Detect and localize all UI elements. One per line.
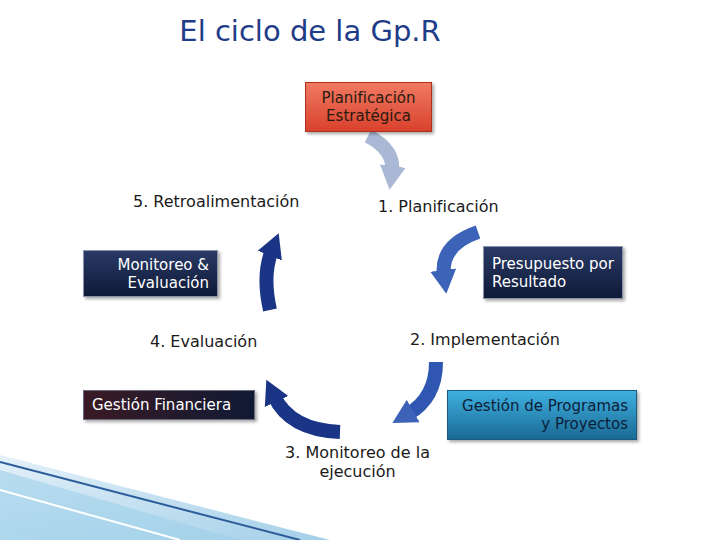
corner-swoosh xyxy=(0,455,330,540)
cycle-arrow xyxy=(368,136,392,172)
corner-swoosh xyxy=(0,470,240,540)
box-text: Gestión de Programas y Proyectos xyxy=(456,397,628,433)
cycle-arrow xyxy=(266,250,272,310)
concept-box: Presupuesto por Resultado xyxy=(483,246,623,299)
cycle-arrow xyxy=(444,232,478,276)
step-label: 1. Planificación xyxy=(378,197,558,216)
step-label: 4. Evaluación xyxy=(150,332,300,351)
box-text: Gestión Financiera xyxy=(92,396,246,414)
box-text: Presupuesto por Resultado xyxy=(492,255,614,291)
cycle-arrow xyxy=(408,362,436,414)
step-label: 3. Monitoreo de la ejecución xyxy=(270,443,445,481)
diagram-title: El ciclo de la Gp.R xyxy=(150,14,470,48)
corner-line xyxy=(0,490,180,540)
cycle-arrow xyxy=(274,396,340,432)
corner-line xyxy=(0,462,300,540)
concept-box: Monitoreo & Evaluación xyxy=(83,250,218,297)
step-label: 2. Implementación xyxy=(410,330,610,349)
concept-box: Gestión de Programas y Proyectos xyxy=(447,390,637,440)
concept-box: Planificación Estratégica xyxy=(305,82,432,132)
box-text: Planificación Estratégica xyxy=(314,89,423,125)
step-label: 5. Retroalimentación xyxy=(133,192,348,211)
box-text: Monitoreo & Evaluación xyxy=(92,256,209,292)
concept-box: Gestión Financiera xyxy=(83,390,255,420)
